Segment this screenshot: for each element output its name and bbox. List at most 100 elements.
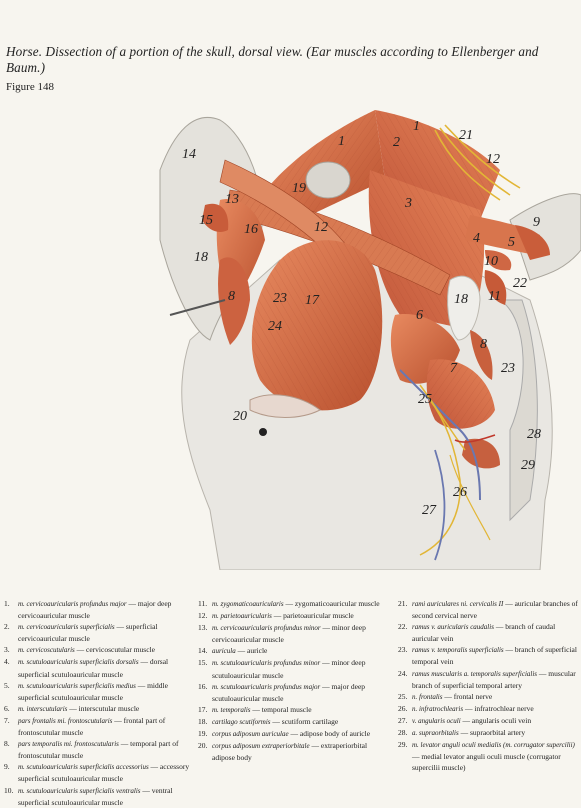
legend-item: 16.m. scutuloauricularis profundus major… — [198, 681, 383, 704]
legend-english-term: zygomaticoauricular muscle — [294, 599, 380, 608]
legend-separator: — — [442, 691, 454, 701]
muscle-15 — [202, 203, 229, 232]
legend-item: 17.m. temporalis — temporal muscle — [198, 704, 383, 716]
callout-19: 19 — [292, 181, 306, 196]
adipose-body-20 — [249, 394, 321, 418]
callout-20: 20 — [233, 409, 247, 424]
legend-number: 26. — [398, 703, 408, 713]
callout-17: 17 — [305, 293, 320, 308]
callout-1: 1 — [413, 119, 420, 134]
legend-number: 7. — [4, 715, 10, 725]
legend-english-term: supraorbital artery — [469, 728, 526, 738]
legend-english-term: angularis oculi vein — [471, 715, 532, 725]
legend-separator: — — [74, 645, 87, 655]
legend-separator: — — [493, 622, 506, 632]
legend-latin-term: corpus adiposum extraperiorbitale — [212, 742, 310, 751]
legend-number: 6. — [4, 703, 10, 713]
legend-item: 11. m. zygomaticoauricularis — zygomatico… — [198, 598, 383, 610]
muscle-8-right — [470, 330, 493, 380]
legend-latin-term: m. scutuloauricularis profundus minor — [212, 659, 321, 668]
legend-english-term: major deep cervicoauricular muscle — [18, 599, 172, 621]
legend-latin-term: a. supraorbitalis — [412, 729, 459, 738]
callout-5: 5 — [508, 235, 515, 250]
legend-separator: — — [463, 703, 475, 713]
callout-25: 25 — [418, 392, 432, 407]
legend-latin-term: v. angularis oculi — [412, 716, 461, 725]
callout-11: 11 — [488, 289, 501, 304]
callout-8b: 8 — [480, 337, 487, 352]
legend-separator: — — [283, 599, 295, 608]
legend-latin-term: m. scutuloauricularis superficialis acce… — [18, 763, 149, 772]
legend-number: 3. — [4, 645, 10, 655]
legend-english-term: minor deep cervicoauricular muscle — [212, 623, 366, 645]
legend-latin-term: m. temporalis — [212, 705, 251, 714]
legend-separator: — — [458, 728, 470, 738]
legend-english-term: medial levator anguli oculi muscle (corr… — [412, 752, 561, 773]
legend-latin-term: m. scutuloauricularis superficialis vent… — [18, 786, 141, 795]
legend-english-term: accessory superficial scutuloauricular m… — [18, 762, 190, 784]
legend-latin-term: m. scutuloauricularis superficialis dors… — [18, 658, 139, 667]
legend-item: 28.a. supraorbitalis — supraorbital arte… — [398, 727, 578, 739]
legend-separator: — — [270, 716, 282, 726]
legend-separator: — — [138, 657, 150, 667]
legend-number: 27. — [398, 715, 408, 725]
legend-separator: — — [112, 715, 124, 725]
legend-item: 18.cartilago scutiformis — scutiform car… — [198, 716, 383, 728]
legend-separator: — — [412, 752, 422, 762]
legend-number: 19. — [198, 729, 208, 739]
legend-english-term: minor deep scutuloauricular muscle — [212, 658, 366, 680]
foramen — [259, 428, 267, 436]
legend-item: 10. m. scutuloauricularis superficialis v… — [4, 785, 190, 808]
legend-separator: — — [271, 611, 284, 621]
legend-latin-term: pars frontalis mi. frontoscutularis — [18, 716, 113, 725]
legend-separator: — — [118, 739, 131, 749]
muscle-10 — [485, 250, 512, 271]
callout-labels: 1 1 2 3 4 5 6 7 8 8 9 10 11 12 12 13 14 … — [182, 119, 541, 518]
legend-item: 29.m. levator anguli oculi medialis (m. … — [398, 739, 578, 773]
legend-column-2: 11. m. zygomaticoauricularis — zygomatico… — [198, 598, 383, 763]
legend-english-term: branch of superficial temporal vein — [412, 645, 577, 667]
legend-number: 9. — [4, 762, 10, 772]
legend-item: 21.rami auriculares ni. cervicalis II — … — [398, 598, 578, 621]
legend-english-term: adipose body of auricle — [299, 729, 371, 739]
legend-latin-term: m. cervicoscutularis — [18, 646, 75, 655]
legend-number: 2. — [4, 622, 10, 632]
callout-4: 4 — [473, 231, 480, 246]
legend-item: 14.auricula — auricle — [198, 645, 383, 657]
legend-separator: — — [537, 668, 549, 678]
legend-separator: — — [320, 681, 332, 691]
legend-number: 24. — [398, 668, 408, 678]
legend-number: 10. — [4, 785, 14, 795]
legend-english-term: major deep scutuloauricular muscle — [212, 681, 366, 703]
legend-latin-term: m. interscutularis — [18, 704, 68, 713]
legend-separator: — — [135, 680, 148, 690]
legend-latin-term: ramus v. auricularis caudalis — [412, 623, 494, 632]
legend-latin-term: m. scutuloauricularis superficialis medi… — [18, 681, 136, 690]
legend-latin-term: m. zygomaticoauricularis — [212, 600, 284, 608]
legend-number: 12. — [198, 611, 208, 621]
callout-1b: 1 — [338, 134, 345, 149]
legend-latin-term: cartilago scutiformis — [212, 717, 271, 726]
legend-number: 17. — [198, 704, 208, 714]
callout-21: 21 — [459, 128, 473, 143]
legend-separator: — — [503, 599, 515, 608]
figure-label: Figure 148 — [6, 81, 54, 93]
legend-number: 29. — [398, 740, 408, 750]
legend-english-term: superficial cervicoauricular muscle — [18, 622, 158, 644]
legend-separator: — — [148, 762, 160, 772]
legend-separator: — — [309, 741, 321, 751]
legend-english-term: middle superficial scutuloauricular musc… — [18, 680, 168, 702]
legend-item: 12.m. parietoauricularis — parietoauricu… — [198, 610, 383, 622]
legend-latin-term: ramus muscularis a. temporalis superfici… — [412, 669, 538, 678]
legend-number: 5. — [4, 680, 10, 690]
legend-latin-term: m. cervicoauricularis profundus major — [18, 600, 127, 608]
legend-number: 8. — [4, 739, 10, 749]
callout-9: 9 — [533, 215, 540, 230]
legend-separator: — — [288, 729, 300, 739]
legend-english-term: auricle — [246, 646, 268, 656]
legend-separator: — — [140, 785, 152, 795]
legend-number: 18. — [198, 716, 208, 726]
legend-latin-term: m. cervicoauricularis superficialis — [18, 623, 115, 632]
legend-number: 11. — [198, 599, 208, 608]
legend-item: 1.m. cervicoauricularis profundus major … — [4, 598, 190, 621]
